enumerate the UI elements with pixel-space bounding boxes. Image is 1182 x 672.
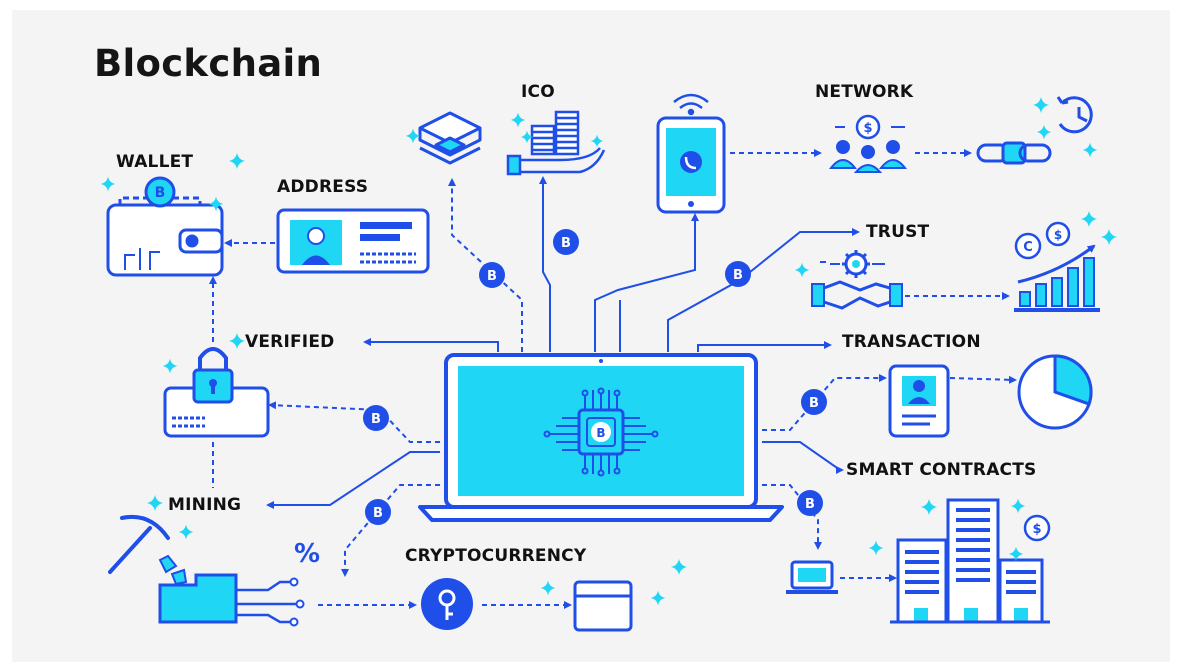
bitcoin-symbol: B <box>371 412 381 427</box>
buildings-icon: $ <box>890 498 1051 624</box>
wallet-label: WALLET <box>116 152 194 172</box>
network-people-icon: $ <box>828 114 908 173</box>
document-user-icon <box>888 364 950 438</box>
ico-label: ICO <box>521 82 555 102</box>
verified-label: VERIFIED <box>245 332 335 352</box>
small-laptop-icon <box>786 560 838 594</box>
id-card-icon <box>276 208 430 274</box>
chip-icon <box>543 387 659 477</box>
connector-lines <box>209 149 1017 609</box>
mining-label: MINING <box>168 495 242 515</box>
bitcoin-symbol: B <box>561 236 571 251</box>
bitcoin-badge-icon: B <box>365 499 391 525</box>
laptop-icon: B <box>418 353 784 522</box>
bitcoin-symbol: B <box>596 426 605 440</box>
wallet-icon <box>106 176 224 277</box>
transaction-label: TRANSACTION <box>842 332 981 352</box>
bitcoin-symbol: B <box>733 268 743 283</box>
padlock-icon <box>163 347 270 438</box>
bitcoin-badge-icon: B <box>363 405 389 431</box>
cent-symbol: C <box>1023 240 1033 255</box>
chain-link-icon <box>976 141 1052 165</box>
coin-icon: C $ <box>1014 221 1071 260</box>
growth-chart-icon <box>1014 244 1100 312</box>
smart-contracts-label: SMART CONTRACTS <box>846 460 1037 480</box>
bitcoin-badge-icon: B <box>797 490 823 516</box>
bitcoin-badge-icon: B <box>725 261 751 287</box>
ico-coins-icon <box>506 110 606 176</box>
bitcoin-badge-icon: B <box>801 389 827 415</box>
blocks-stack-icon <box>418 111 482 165</box>
bitcoin-badge-icon: B <box>479 262 505 288</box>
smartphone-icon <box>656 93 726 214</box>
browser-window-icon <box>573 580 633 632</box>
bitcoin-symbol: B <box>809 396 819 411</box>
pie-chart-icon <box>1017 354 1093 430</box>
percent-symbol: % <box>294 539 320 569</box>
dollar-symbol: $ <box>1032 522 1041 537</box>
key-circle-icon <box>421 578 473 630</box>
bitcoin-symbol: B <box>373 506 383 521</box>
gear-icon <box>820 250 885 278</box>
mining-block-icon <box>158 573 305 627</box>
bitcoin-symbol: B <box>487 269 497 284</box>
wifi-icon <box>673 93 709 116</box>
cryptocurrency-label: CRYPTOCURRENCY <box>405 546 587 566</box>
bitcoin-badge-icon: B <box>553 229 579 255</box>
bitcoin-badges: B B B B B B B <box>363 229 827 525</box>
network-label: NETWORK <box>815 82 914 102</box>
pickaxe-icon <box>108 515 188 586</box>
dollar-symbol: $ <box>1054 228 1062 242</box>
dollar-symbol: $ <box>863 121 872 136</box>
bitcoin-symbol: B <box>155 185 166 201</box>
bitcoin-symbol: B <box>805 497 815 512</box>
address-label: ADDRESS <box>277 177 369 197</box>
handshake-icon <box>811 250 903 310</box>
trust-label: TRUST <box>866 222 930 242</box>
page-title: Blockchain <box>94 42 323 85</box>
clock-icon <box>1056 96 1093 134</box>
